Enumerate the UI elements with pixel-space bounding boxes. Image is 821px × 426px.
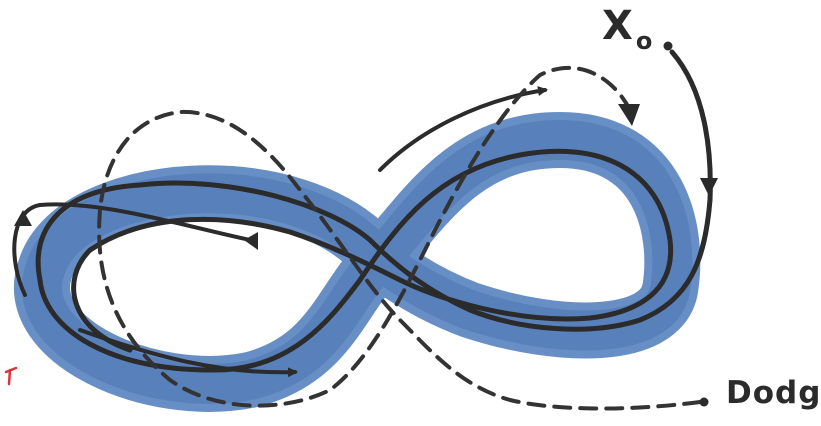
dodgy-label: Dodgy [726, 378, 821, 409]
x0-start-point [664, 42, 673, 51]
red-mark [6, 368, 16, 384]
arrow-left-loop [14, 210, 32, 226]
x0-label: Xo [602, 6, 653, 46]
x0-label-subscript: o [636, 27, 654, 55]
arrow-middle [244, 232, 258, 250]
x0-label-main: X [602, 3, 634, 49]
arrow-x0-down [700, 178, 718, 196]
arrow-dashed-end [618, 104, 640, 126]
dodgy-start-point [700, 398, 709, 407]
